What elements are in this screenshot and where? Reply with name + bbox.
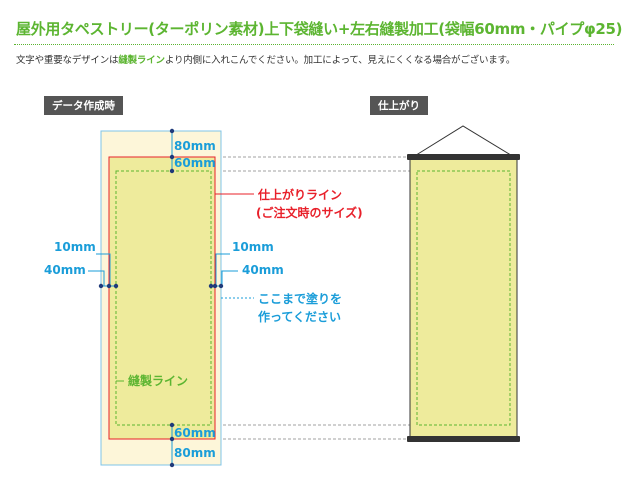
instruction-text: 文字や重要なデザインは縫製ラインより内側に入れこんでください。加工によって、見え… — [16, 52, 515, 66]
top-pipe — [407, 154, 520, 160]
data-creation-label: データ作成時 — [44, 96, 123, 115]
paint-area-note: 作ってください — [258, 309, 341, 324]
dim-left-inner: 10mm — [54, 240, 96, 254]
horizontal-dimension-dots — [98, 283, 224, 289]
connector-lines — [218, 156, 410, 440]
finish-line-rect — [108, 156, 216, 440]
finished-sewing-line — [416, 170, 511, 426]
vertical-dimension-dots — [169, 128, 175, 468]
dim-right-inner: 10mm — [232, 240, 274, 254]
dim-bottom-outer: 80mm — [174, 446, 216, 460]
dim-top-outer: 80mm — [174, 139, 216, 153]
horizontal-dimension-lines — [88, 253, 238, 287]
finish-line-note: (ご注文時のサイズ) — [256, 205, 363, 220]
page-title: 屋外用タペストリー(ターポリン素材)上下袋縫い+左右縫製加工(袋幅60mm・パイ… — [16, 20, 623, 38]
finished-label: 仕上がり — [370, 96, 428, 115]
finish-line-label: 仕上がりライン — [257, 187, 342, 202]
finished-banner — [409, 156, 518, 440]
dim-right-outer: 40mm — [242, 263, 284, 277]
dim-bottom-inner: 60mm — [174, 426, 216, 440]
paint-area-label: ここまで塗りを — [258, 291, 342, 306]
sewing-line-label: 縫製ライン — [128, 373, 188, 388]
instruction-text-end: より内側に入れこんでください。加工によって、見えにくくなる場合がございます。 — [164, 55, 516, 66]
instruction-text-start: 文字や重要なデザインは — [16, 55, 119, 66]
sewing-line-rect — [115, 170, 212, 426]
bottom-pipe — [407, 436, 520, 442]
dim-left-outer: 40mm — [44, 263, 86, 277]
dim-top-inner: 60mm — [174, 156, 216, 170]
instruction-highlight: 縫製ライン — [118, 55, 165, 66]
finished-tapestry — [407, 125, 520, 442]
hanging-string — [412, 125, 515, 158]
title-divider — [14, 44, 614, 45]
